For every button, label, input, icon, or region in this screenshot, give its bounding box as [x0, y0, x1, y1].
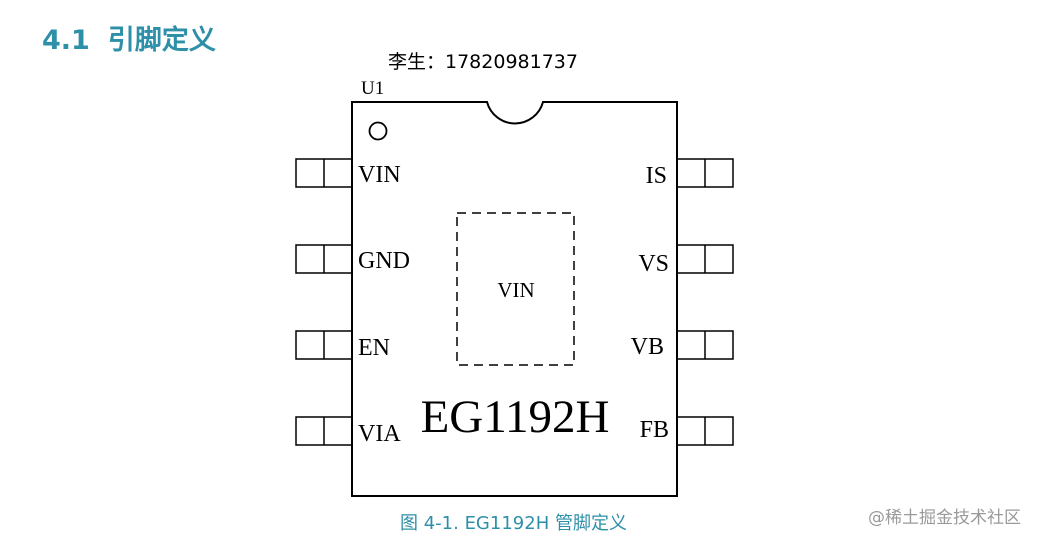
pin-label-left: VIN [358, 162, 401, 188]
pin-label-right: IS [646, 163, 667, 189]
watermark: @稀土掘金技术社区 [868, 508, 1021, 528]
chip-body [351, 101, 678, 497]
pin-label-right: FB [640, 417, 669, 443]
section-number: 4.1 [42, 25, 90, 56]
pin-pad [295, 330, 353, 360]
part-number-label: EG1192H [421, 391, 610, 443]
figure-caption: 图 4-1. EG1192H 管脚定义 [400, 513, 627, 534]
pin-label-left: VIA [358, 421, 401, 447]
exposed-pad-label: VIN [497, 278, 534, 302]
pin-pad [295, 244, 353, 274]
pin-label-left: GND [358, 248, 410, 274]
chip-designator: U1 [361, 78, 384, 99]
pin-pad [295, 158, 353, 188]
section-heading: 4.1 引脚定义 [42, 18, 216, 57]
section-title: 引脚定义 [107, 25, 216, 56]
pin-pad [295, 416, 353, 446]
pin-pad [676, 330, 734, 360]
pin-pad [676, 416, 734, 446]
pin-pad [676, 244, 734, 274]
pin1-marker-icon [368, 121, 388, 141]
pin-label-left: EN [358, 335, 390, 361]
pin-label-right: VB [631, 334, 664, 360]
pin-label-right: VS [638, 251, 669, 277]
contact-text: 李生：17820981737 [388, 51, 578, 73]
pin-pad [676, 158, 734, 188]
